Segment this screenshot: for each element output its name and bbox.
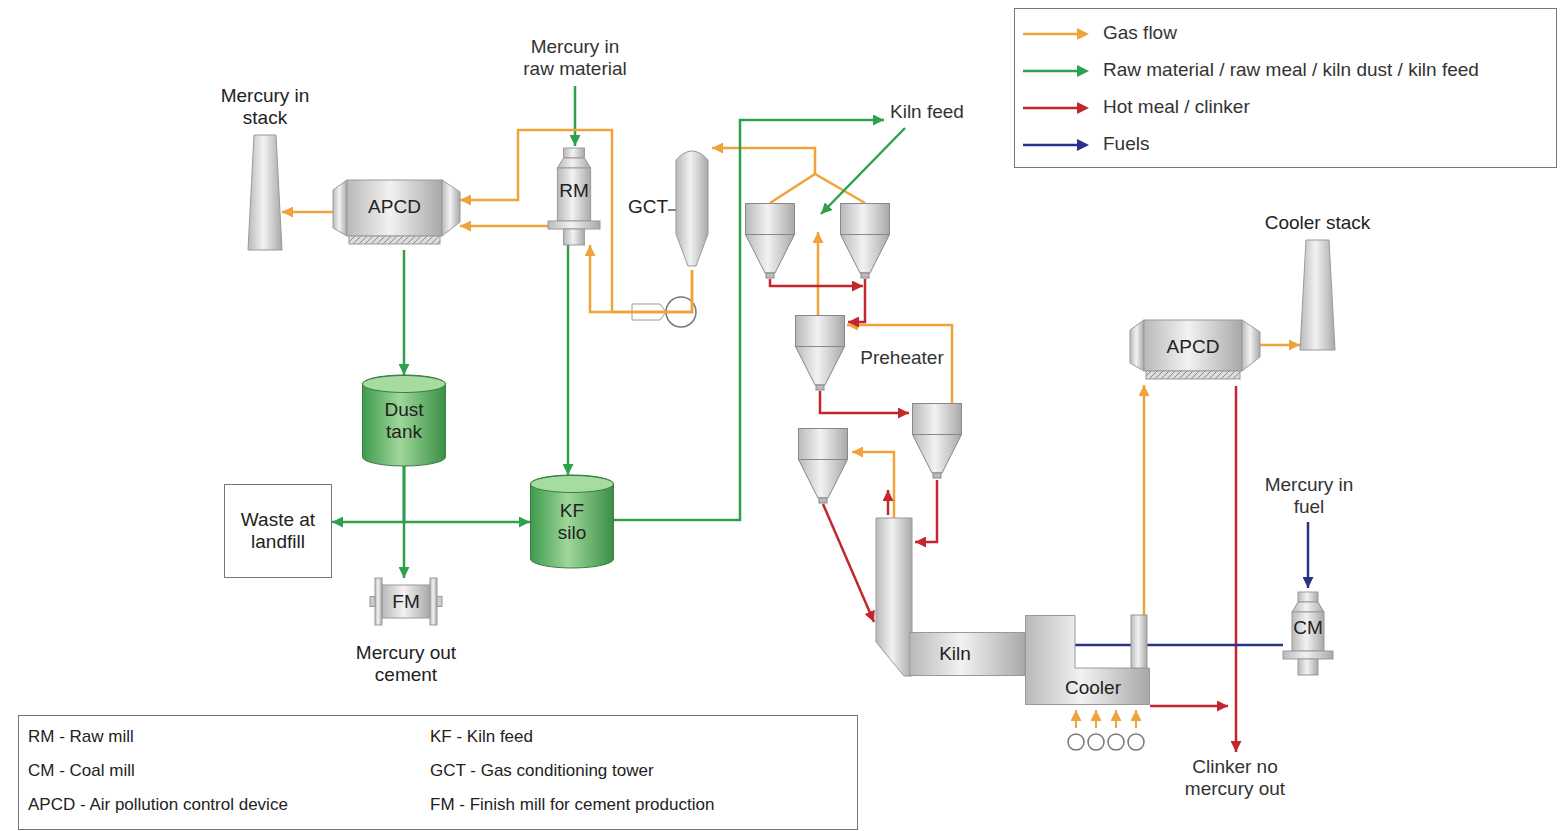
cooler-stack: Cooler stack (1300, 240, 1335, 350)
kiln-feed-silo: KF silo (530, 475, 614, 568)
flow-connector (567, 245, 570, 475)
node-caption: CM - Coal mill (28, 761, 418, 781)
node-label: Mercury in stack (206, 85, 324, 129)
annotation-label: Mercury in raw material (520, 36, 630, 80)
annotation-label: Kiln feed (890, 101, 990, 123)
legend-sample (1021, 97, 1093, 119)
legend-sample (1021, 60, 1093, 82)
flow-connector (282, 211, 333, 214)
kiln-feed-silo-outline (530, 475, 614, 568)
node-label: RM - Raw mill (28, 727, 418, 747)
coal-mill: CM (1283, 592, 1333, 675)
flow-connector (403, 466, 406, 578)
legend-text: Gas flow (1103, 22, 1177, 44)
flow-connector (403, 250, 406, 375)
node-label: APCD (347, 196, 442, 218)
node-caption: Mercury out cement (340, 642, 472, 686)
node-label: Dust tank (374, 399, 434, 443)
node-caption: KF - Kiln feed (430, 727, 850, 747)
node-label: CM (1283, 617, 1333, 639)
flow-connector (332, 466, 404, 522)
stack: Mercury in stack (248, 135, 282, 250)
node-label: KF silo (547, 500, 597, 544)
node-label: Waste at landfill (232, 509, 324, 553)
annotation-label: Mercury in fuel (1253, 474, 1365, 518)
flow-connector (1143, 385, 1146, 615)
gas-conditioning-tower-outline (676, 148, 708, 270)
node-label: Cooler (1053, 677, 1133, 699)
legend-sample (1021, 23, 1093, 45)
legend-text: Fuels (1103, 133, 1149, 155)
clinker-cooler: Cooler (1025, 615, 1150, 705)
node-label: FM (370, 591, 442, 613)
flow-connector (404, 466, 530, 522)
apcd-filter: APCD (1130, 320, 1260, 385)
legend-text: Raw material / raw meal / kiln dust / ki… (1103, 59, 1479, 81)
node-caption: GCT - Gas conditioning tower (430, 761, 850, 781)
annotation-label: Clinker no mercury out (1160, 756, 1310, 800)
legend-box: Gas flowRaw material / raw meal / kiln d… (1014, 8, 1557, 168)
flow-connector (1260, 344, 1300, 347)
apcd-filter: APCD (333, 180, 460, 250)
node-label: Kiln (920, 643, 990, 665)
dust-tank-outline (362, 375, 446, 466)
node-label: RM (548, 180, 600, 202)
raw-mill: RM (548, 148, 600, 245)
node-caption: APCD - Air pollution control device (28, 795, 418, 815)
annotation-label: Preheater (858, 347, 946, 369)
node-caption: FM - Finish mill for cement production (430, 795, 850, 815)
flow-connector (590, 245, 692, 312)
flow-connector (460, 225, 548, 228)
stack-outline (248, 135, 282, 250)
landfill-box: Waste at landfill (224, 484, 332, 578)
abbreviation-key: RM - Raw mill CM - Coal millAPCD - Air po… (18, 715, 858, 830)
legend-text: Hot meal / clinker (1103, 96, 1250, 118)
node-label: APCD (1144, 336, 1242, 358)
kiln: Kiln (910, 632, 1025, 676)
cooler-stack-outline (1300, 240, 1335, 350)
gas-conditioning-tower: GCT (676, 148, 708, 270)
dust-tank: Dust tank (362, 375, 446, 466)
flow-connector (460, 130, 692, 312)
legend-sample (1021, 134, 1093, 156)
node-label: Cooler stack (1240, 212, 1395, 234)
finish-mill: FMMercury out cement (370, 578, 442, 625)
node-label: GCT (618, 196, 668, 218)
